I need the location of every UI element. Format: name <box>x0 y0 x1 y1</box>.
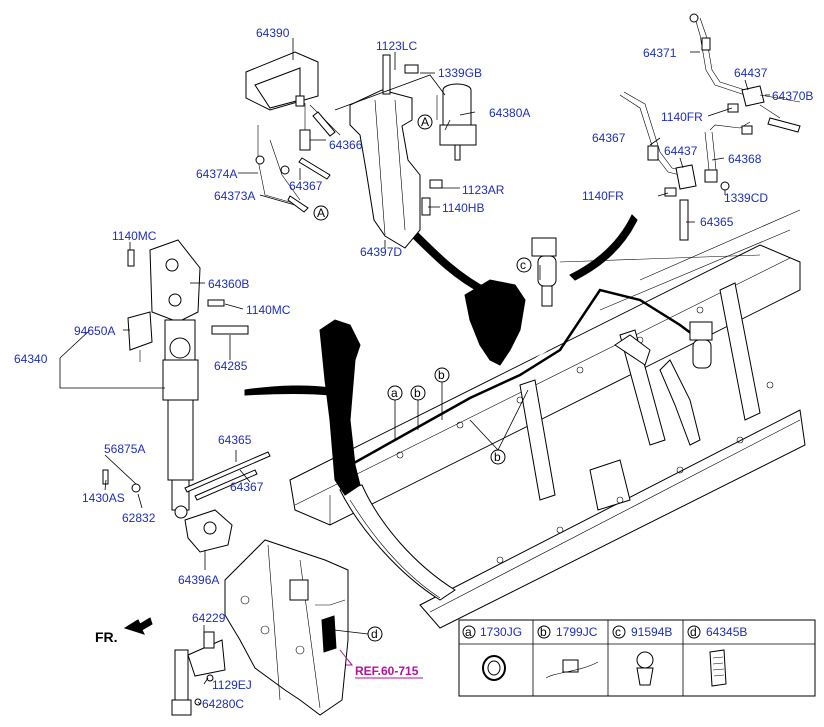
label-64371: 64371 <box>643 46 677 60</box>
label-64380A: 64380A <box>489 106 530 120</box>
label-56875A: 56875A <box>104 442 145 456</box>
label-64437-mid: 64437 <box>664 144 698 158</box>
callouts: A A a b b b c d <box>313 114 532 642</box>
fr-arrow-icon <box>123 617 153 635</box>
callout-A-bottom: A <box>317 206 325 220</box>
label-64373A: 64373A <box>214 189 255 203</box>
label-64397D: 64397D <box>360 245 402 259</box>
legend-letter-c: c <box>615 625 621 639</box>
legend-table: a 1730JG b 1799JC c 91594B d 64345B <box>458 619 816 697</box>
legend-item-d: d 64345B <box>687 625 747 687</box>
legend-letter-b: b <box>540 625 547 639</box>
ref-60-715-link[interactable]: REF.60-715 <box>355 664 419 678</box>
pointer-right <box>569 214 638 281</box>
label-64437-top: 64437 <box>734 66 768 80</box>
legend-item-c: c 91594B <box>612 625 672 686</box>
label-64360B: 64360B <box>208 277 249 291</box>
label-1430AS: 1430AS <box>82 491 125 505</box>
reservoir-assembly <box>245 51 477 249</box>
label-1123LC: 1123LC <box>376 39 417 53</box>
hose-assembly-right <box>619 13 801 241</box>
label-64366: 64366 <box>329 138 363 152</box>
label-64367-left: 64367 <box>230 480 264 494</box>
label-64374A: 64374A <box>196 167 237 181</box>
label-64365-right: 64365 <box>700 215 734 229</box>
legend-part-a: 1730JG <box>480 625 522 639</box>
label-1140MC-mid: 1140MC <box>246 303 291 317</box>
pointer-left <box>244 385 331 396</box>
label-64340: 64340 <box>14 352 48 366</box>
shock-absorber-assembly <box>102 239 271 553</box>
label-64368: 64368 <box>728 152 762 166</box>
ref-link[interactable]: REF.60-715 <box>339 649 423 679</box>
legend-part-c: 91594B <box>631 625 672 639</box>
label-64390: 64390 <box>256 26 290 40</box>
chassis-frame <box>289 209 806 629</box>
callout-b-1: b <box>414 386 421 400</box>
callout-A-top: A <box>421 115 429 129</box>
label-1339GB: 1339GB <box>438 66 482 80</box>
brake-pipe-run <box>344 288 701 470</box>
leader-lines <box>59 38 770 705</box>
label-64396A: 64396A <box>178 573 219 587</box>
label-1140FR-top: 1140FR <box>661 110 703 124</box>
fr-label: FR. <box>95 629 118 645</box>
label-64229: 64229 <box>192 611 226 625</box>
label-1339CD: 1339CD <box>724 191 768 205</box>
legend-item-b: b 1799JC <box>537 625 599 679</box>
callout-c: c <box>520 258 526 272</box>
callout-d: d <box>371 627 378 641</box>
label-62832: 62832 <box>122 511 156 525</box>
cab-mount-highlight-right <box>464 279 526 366</box>
label-64285: 64285 <box>214 359 248 373</box>
label-1129EJ: 1129EJ <box>212 678 252 692</box>
label-64365-left: 64365 <box>218 433 252 447</box>
label-64280C: 64280C <box>202 697 244 711</box>
legend-part-d: 64345B <box>706 625 747 639</box>
legend-letter-a: a <box>465 625 472 639</box>
label-1123AR: 1123AR <box>462 183 505 197</box>
label-64367-right: 64367 <box>592 131 626 145</box>
cab-mount-right <box>531 237 713 446</box>
bottom-bracket-assembly <box>171 539 349 716</box>
legend-letter-d: d <box>690 625 697 639</box>
label-1140FR-bot: 1140FR <box>582 189 624 203</box>
cab-mount-highlight-left <box>319 319 361 496</box>
label-94650A: 94650A <box>74 324 115 338</box>
legend-part-b: 1799JC <box>556 625 598 639</box>
label-64367-top: 64367 <box>289 179 323 193</box>
pointer-top <box>404 224 491 296</box>
part-labels: 64390 1123LC 1339GB 64380A 64366 64374A … <box>14 26 813 711</box>
label-64370B: 64370B <box>772 89 813 103</box>
callout-b-2: b <box>438 368 445 382</box>
label-1140HB: 1140HB <box>442 201 484 215</box>
legend-item-a: a 1730JG <box>462 625 522 681</box>
label-1140MC-top: 1140MC <box>112 229 157 243</box>
callout-a: a <box>391 386 398 400</box>
callout-b-3: b <box>494 450 501 464</box>
